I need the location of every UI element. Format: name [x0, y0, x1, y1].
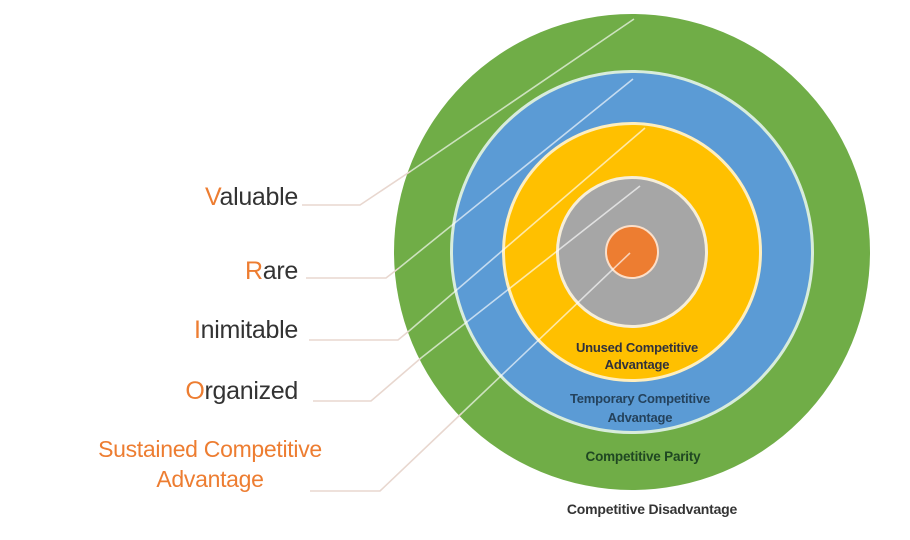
caption-unused-line1: Unused Competitive: [575, 340, 699, 355]
label-valuable-initial: V: [204, 183, 220, 211]
label-rare-initial: R: [245, 257, 263, 285]
label-sustained-line1: Sustained Competitive: [98, 436, 322, 462]
caption-competitive-disadvantage: Competitive Disadvantage: [566, 501, 738, 517]
caption-unused-line2: Advantage: [604, 357, 670, 372]
caption-temporary-line1: Temporary Competitive: [569, 391, 711, 406]
leader-line-sustained-outer: [310, 412, 463, 492]
label-organized: Organized: [185, 376, 298, 406]
leader-line-sustained-inner: [461, 252, 631, 414]
label-organized-rest: rganized: [204, 377, 299, 405]
leader-line-organized-inner: [420, 185, 641, 359]
label-valuable-rest: aluable: [219, 183, 298, 211]
label-inimitable: Inimitable: [194, 315, 298, 345]
leader-line-inimitable-inner: [408, 127, 646, 332]
leader-line-valuable-outer: [302, 170, 412, 206]
label-rare: Rare: [245, 256, 298, 286]
leader-line-valuable-inner: [410, 18, 635, 172]
caption-temporary-competitive-advantage: Temporary Competitive Advantage: [530, 389, 750, 427]
label-sustained-competitive-advantage: Sustained Competitive Advantage: [70, 434, 350, 494]
caption-competitive-parity: Competitive Parity: [585, 449, 701, 464]
label-inimitable-initial: I: [193, 316, 201, 344]
caption-temporary-line2: Advantage: [607, 410, 673, 425]
leader-line-rare-outer: [306, 267, 400, 279]
label-organized-initial: O: [185, 377, 205, 405]
leader-line-inimitable-outer: [309, 330, 410, 341]
label-sustained-line2: Advantage: [156, 466, 264, 492]
leader-line-organized-outer: [313, 357, 422, 402]
label-inimitable-rest: nimitable: [200, 316, 299, 344]
ring-sustained-advantage-core: [605, 225, 659, 279]
label-rare-rest: are: [262, 257, 299, 285]
leader-line-rare-inner: [398, 78, 634, 269]
caption-unused-competitive-advantage: Unused Competitive Advantage: [527, 339, 747, 373]
label-valuable: Valuable: [205, 182, 298, 212]
